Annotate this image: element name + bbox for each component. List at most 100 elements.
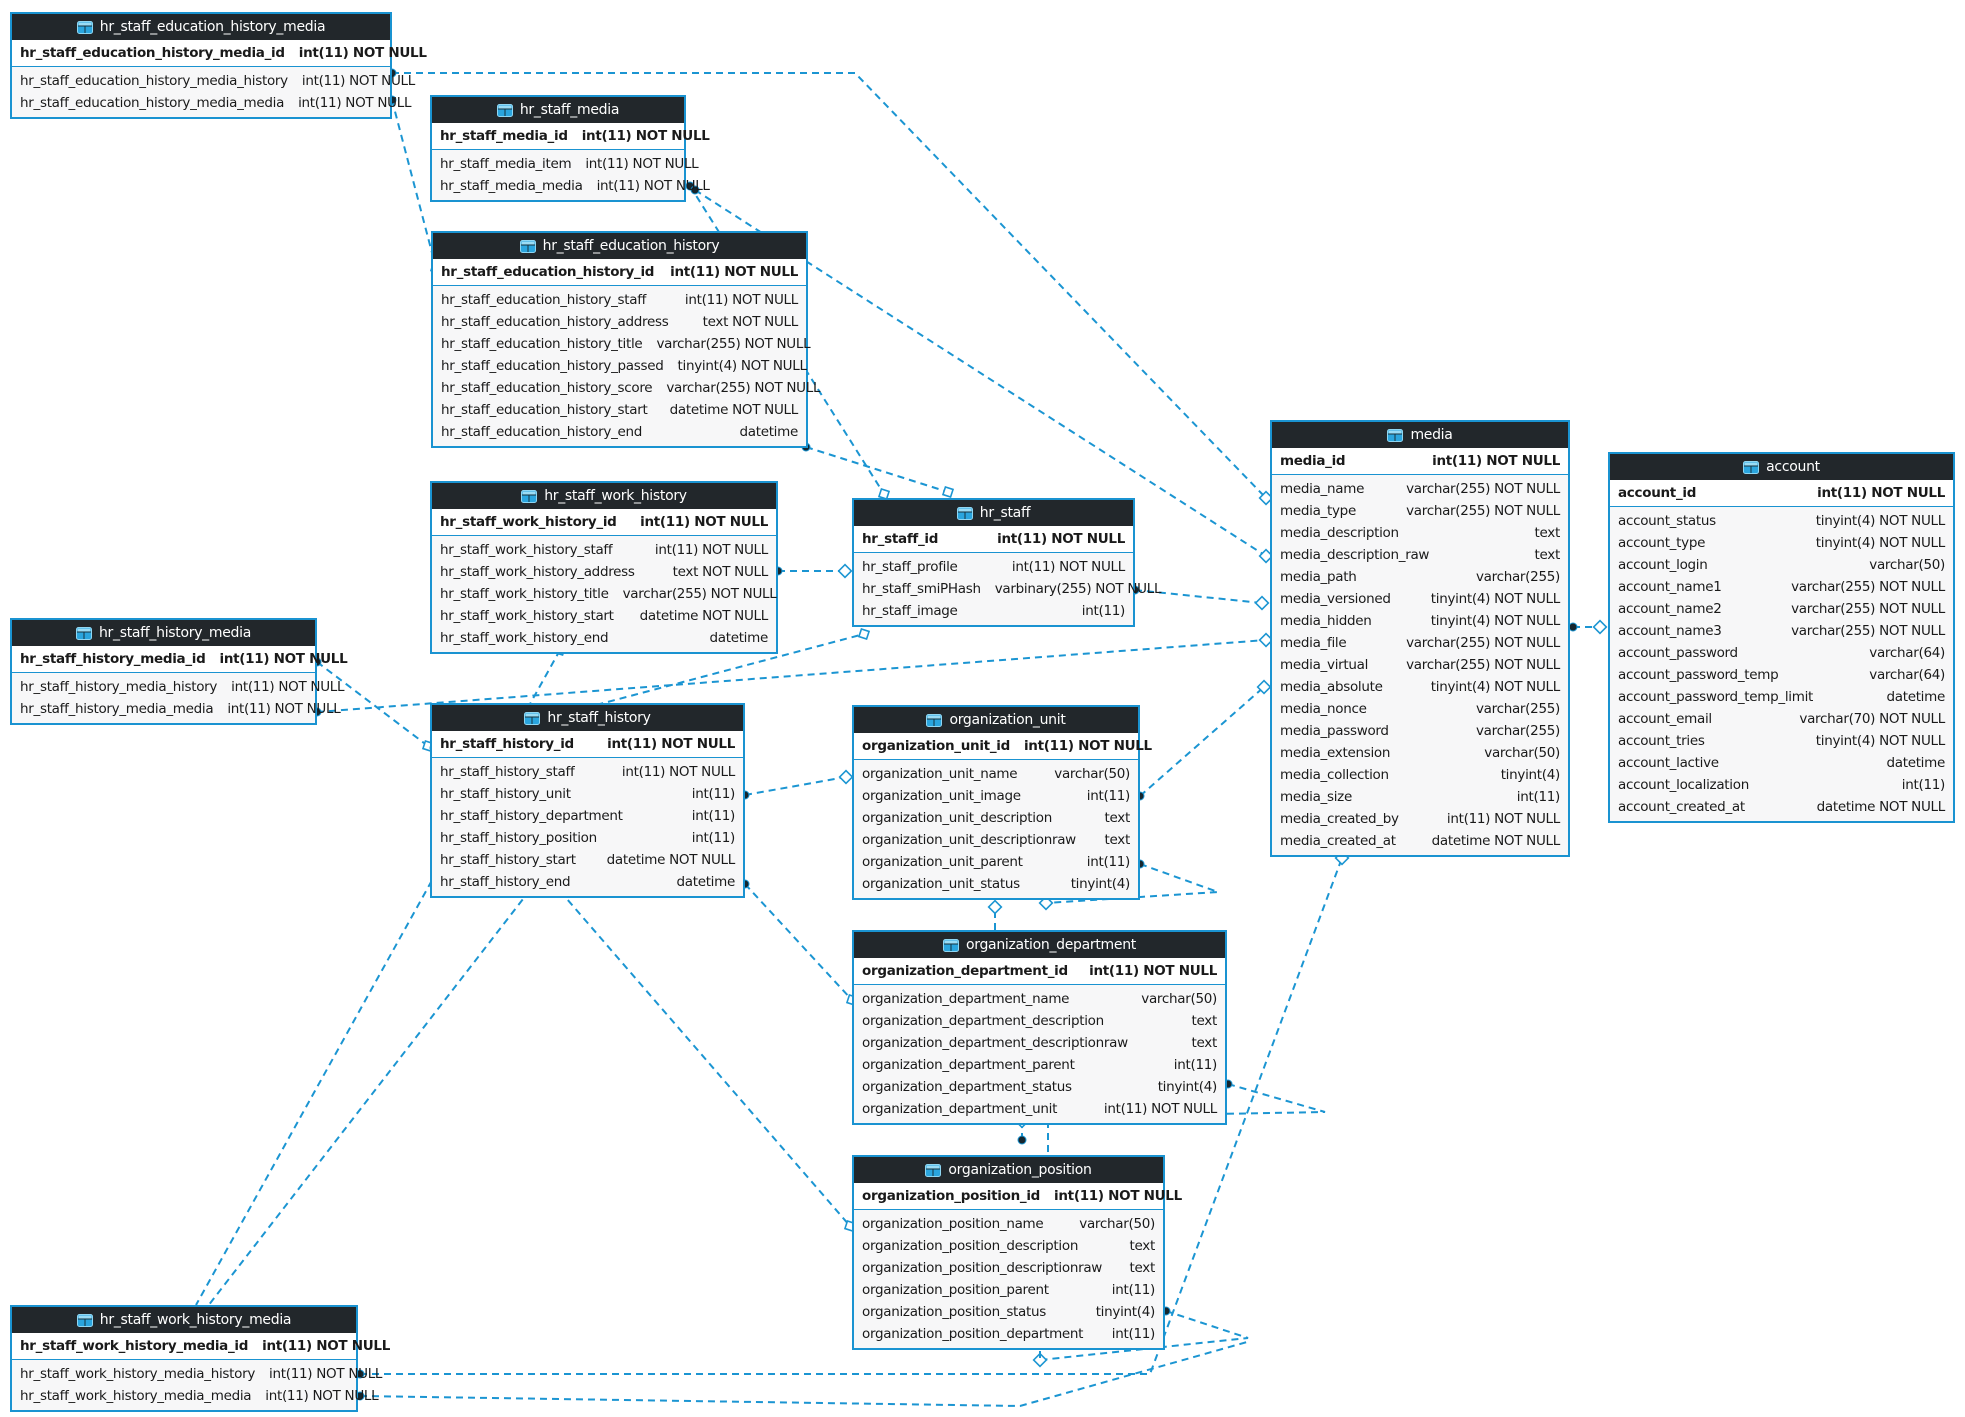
- relationship-line[interactable]: [1134, 589, 1263, 604]
- table-header-hr_staff_education_history_media[interactable]: hr_staff_education_history_media: [12, 14, 390, 40]
- table-header-hr_staff_media[interactable]: hr_staff_media: [432, 97, 684, 123]
- table-header-organization_position[interactable]: organization_position: [854, 1157, 1163, 1183]
- table-header-hr_staff_history_media[interactable]: hr_staff_history_media: [12, 620, 315, 646]
- table-header-hr_staff_education_history[interactable]: hr_staff_education_history: [433, 233, 806, 259]
- relationship-line[interactable]: [1139, 686, 1265, 797]
- relationship-line[interactable]: [1039, 1310, 1249, 1361]
- table-header-organization_unit[interactable]: organization_unit: [854, 707, 1138, 733]
- relationship-line[interactable]: [805, 446, 949, 493]
- relationship-line[interactable]: [207, 889, 531, 1307]
- table-header-organization_department[interactable]: organization_department: [854, 932, 1225, 958]
- relationship-line[interactable]: [392, 72, 1267, 499]
- relationship-line[interactable]: [391, 99, 437, 269]
- relationship-line[interactable]: [744, 776, 847, 796]
- relationship-line[interactable]: [744, 883, 853, 1001]
- relationship-line[interactable]: [359, 1341, 1248, 1408]
- relationship-line[interactable]: [316, 639, 1267, 713]
- table-header-hr_staff[interactable]: hr_staff: [854, 500, 1133, 526]
- column-row[interactable]: hr_staff_education_history_media_history…: [12, 70, 415, 92]
- table-header-hr_staff_work_history_media[interactable]: hr_staff_work_history_media: [12, 1307, 356, 1333]
- table-header-media[interactable]: media: [1272, 422, 1568, 448]
- relationship-line[interactable]: [559, 890, 851, 1227]
- table-header-hr_staff_history[interactable]: hr_staff_history: [432, 705, 743, 731]
- relationship-line[interactable]: [360, 857, 1343, 1375]
